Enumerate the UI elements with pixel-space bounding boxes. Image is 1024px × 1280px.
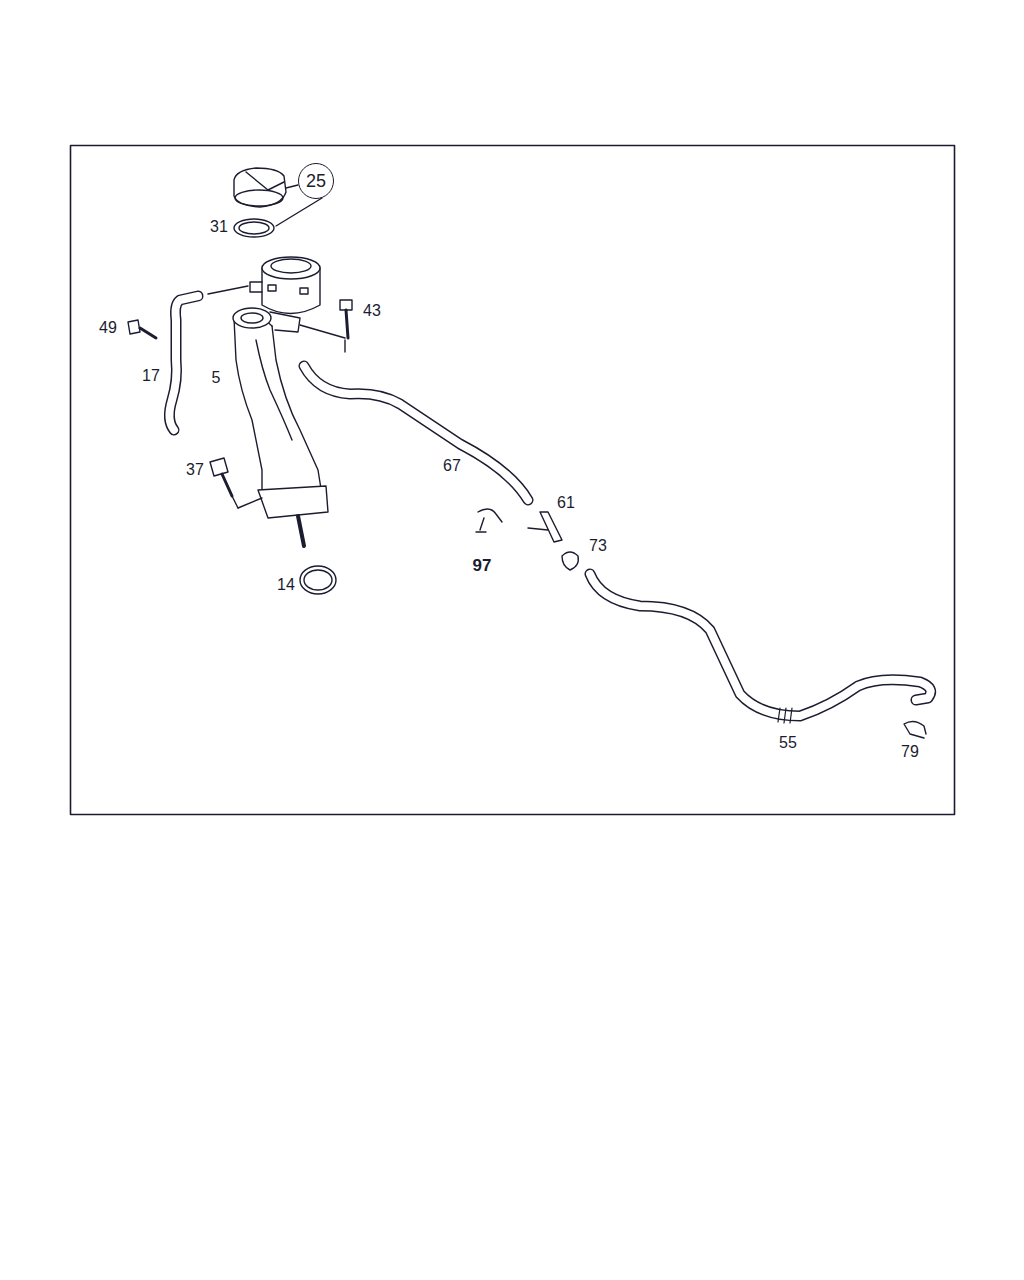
callout-number: 97 (471, 556, 494, 575)
callout-number: 67 (441, 457, 463, 475)
callout-number: 14 (275, 576, 297, 594)
callout-number: 49 (97, 319, 119, 337)
callout-number: 79 (899, 743, 921, 761)
callout-number: 25 (306, 172, 326, 190)
callout-number: 5 (210, 369, 223, 387)
callout-number: 61 (555, 494, 577, 512)
callout-number: 73 (587, 537, 609, 555)
callout-number: 17 (140, 367, 162, 385)
callout-number: 43 (361, 302, 383, 320)
callout-circle: 25 (298, 163, 334, 199)
callout-number: 31 (208, 218, 230, 236)
callout-number: 55 (777, 734, 799, 752)
callout-number: 37 (184, 461, 206, 479)
